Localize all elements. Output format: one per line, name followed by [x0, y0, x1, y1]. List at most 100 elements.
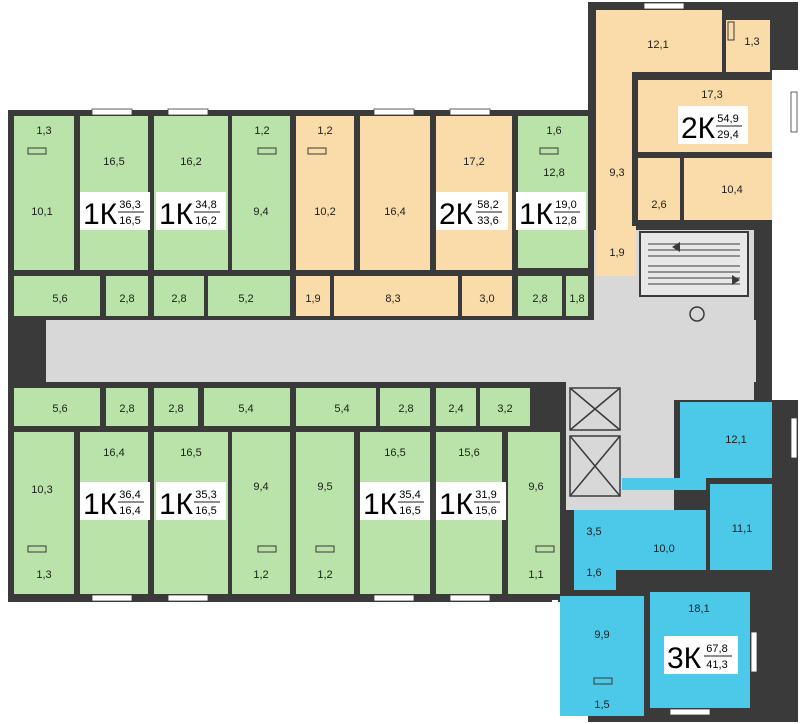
room-area: 16,5 — [180, 447, 201, 459]
window — [750, 631, 758, 673]
room-area: 9,6 — [528, 481, 543, 493]
apartment-total-area: 19,0 — [555, 199, 576, 211]
room — [154, 388, 198, 426]
room-area: 1,2 — [254, 125, 269, 137]
apartment-living-area: 29,4 — [717, 129, 738, 141]
room-area: 2,8 — [119, 293, 134, 305]
room-area: 1,3 — [36, 125, 51, 137]
room — [334, 276, 458, 316]
room-area: 16,4 — [384, 206, 405, 218]
apartment-living-area: 16,2 — [195, 215, 216, 227]
room-area: 10,2 — [314, 206, 335, 218]
apartment-living-area: 15,6 — [475, 505, 496, 517]
apartment-total-area: 36,4 — [119, 489, 140, 501]
apartment-living-area: 16,5 — [399, 505, 420, 517]
room-area: 5,4 — [238, 403, 253, 415]
apartment-type: 1К — [439, 488, 474, 521]
room-area: 17,2 — [463, 156, 484, 168]
room-area: 1,8 — [569, 293, 584, 305]
room — [380, 388, 430, 426]
room-area: 8,3 — [385, 293, 400, 305]
room — [296, 388, 376, 426]
room-area: 1,2 — [253, 569, 268, 581]
room — [232, 150, 290, 270]
room-area: 1,6 — [546, 125, 561, 137]
room-area: 1,5 — [594, 699, 609, 711]
room — [574, 516, 616, 556]
window — [91, 108, 133, 116]
room — [106, 388, 148, 426]
stair-arrow-icon — [732, 275, 740, 285]
room-area: 5,4 — [334, 403, 349, 415]
room-area: 9,4 — [253, 206, 268, 218]
room — [232, 556, 290, 594]
apartment-living-area: 12,8 — [555, 215, 576, 227]
room-area: 9,3 — [609, 167, 624, 179]
room-area: 1,2 — [317, 125, 332, 137]
room-area: 10,0 — [653, 543, 674, 555]
window — [790, 417, 798, 459]
window — [449, 108, 491, 116]
room — [436, 388, 476, 426]
apartment-badge: 1К 19,0 12,8 — [516, 192, 586, 231]
radiator-icon — [27, 147, 47, 155]
radiator-icon — [257, 147, 277, 155]
window — [373, 594, 415, 602]
room-area: 1,3 — [36, 569, 51, 581]
room-area: 5,6 — [52, 293, 67, 305]
room — [232, 116, 290, 150]
radiator-icon — [535, 545, 555, 553]
room-area: 12,1 — [647, 39, 668, 51]
room — [574, 560, 616, 590]
room-area: 9,9 — [594, 629, 609, 641]
stair-steps-icon — [648, 243, 740, 285]
room — [480, 388, 530, 426]
room — [622, 478, 706, 490]
room-area: 9,4 — [253, 481, 268, 493]
apartment-badge: 1К 36,4 16,4 — [80, 482, 150, 521]
room — [208, 276, 290, 316]
apartment-total-area: 58,2 — [477, 199, 498, 211]
room — [596, 72, 632, 226]
room-area: 16,5 — [103, 156, 124, 168]
room — [296, 150, 354, 270]
room — [508, 556, 560, 594]
room — [710, 484, 772, 570]
radiator-icon — [539, 147, 559, 155]
room-area: 2,6 — [651, 199, 666, 211]
apartment-badge: 1К 36,3 16,5 — [80, 192, 150, 231]
room-area: 1,9 — [609, 247, 624, 259]
room-area: 9,5 — [317, 481, 332, 493]
room-area: 10,4 — [721, 184, 742, 196]
room-area: 3,5 — [586, 526, 601, 538]
room-area: 16,2 — [180, 156, 201, 168]
window — [669, 708, 711, 716]
apartment-living-area: 16,4 — [119, 505, 140, 517]
chute-icon — [689, 306, 705, 322]
window — [373, 108, 415, 116]
apartment-living-area: 33,6 — [477, 215, 498, 227]
radiator-icon — [315, 545, 335, 553]
room-area: 17,3 — [701, 89, 722, 101]
room-area: 10,1 — [31, 206, 52, 218]
room-area: 12,8 — [543, 167, 564, 179]
room — [680, 402, 772, 478]
apartment-total-area: 54,9 — [717, 113, 738, 125]
room — [596, 10, 722, 72]
apartment-total-area: 36,3 — [119, 199, 140, 211]
room — [596, 226, 636, 276]
room — [14, 388, 100, 426]
elevator-shaft — [569, 387, 621, 497]
room-area: 1,3 — [744, 36, 759, 48]
room — [296, 556, 354, 594]
room — [232, 432, 290, 556]
room — [14, 556, 74, 594]
room-area: 2,8 — [171, 293, 186, 305]
room-area: 11,1 — [732, 523, 753, 535]
room — [726, 20, 770, 72]
apartment-badge: 3К 67,8 41,3 — [664, 636, 738, 675]
apartment-total-area: 31,9 — [475, 489, 496, 501]
apartment-badge: 1К 34,8 16,2 — [156, 192, 226, 231]
room — [296, 432, 354, 556]
